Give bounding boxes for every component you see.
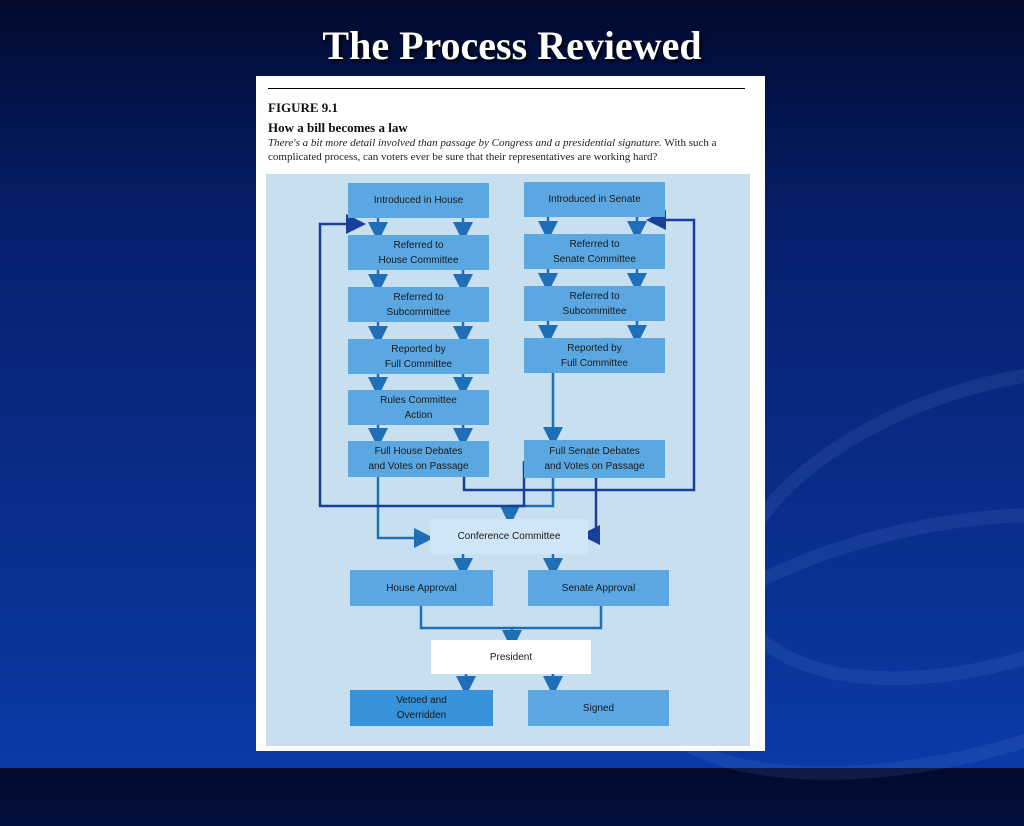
figure-number: FIGURE 9.1 [268, 100, 339, 115]
figure-caption: There's a bit more detail involved than … [268, 136, 738, 164]
loop-line [318, 214, 526, 508]
slide-title: The Process Reviewed [322, 23, 702, 68]
box-label: Signed [582, 702, 615, 714]
arrow [500, 478, 555, 526]
box-label: Full Committee [384, 358, 453, 370]
box-label: House Approval [386, 582, 457, 594]
figure-caption-rest: With such a complicated process, can vot… [268, 137, 717, 163]
box-label: Full Senate Debates [549, 446, 640, 457]
box-label: Introduced in Senate [548, 194, 641, 205]
box-label: Referred to [569, 290, 620, 302]
box-introduced-house: Introduced in House [348, 183, 489, 218]
box-label: Referred to [393, 291, 444, 303]
box-house-approval: House Approval [350, 570, 493, 606]
box-label: Reported by [391, 343, 446, 355]
box-senate-approval: Senate Approval [528, 570, 669, 606]
box-label: Vetoed and [396, 695, 447, 706]
box-label: Referred to [569, 238, 620, 250]
arrow [512, 606, 603, 630]
box-senate-subcommittee: Referred to Subcommittee [524, 286, 665, 321]
flowchart-arrows [318, 210, 696, 696]
box-label: Conference Committee [457, 531, 561, 542]
box-senate-debates: Full Senate Debates and Votes on Passage [524, 440, 665, 478]
box-label: Senate Committee [553, 253, 636, 265]
figure-rule [268, 88, 745, 89]
loop-line [580, 461, 600, 545]
box-house-subcommittee: Referred to Subcommittee [348, 287, 489, 322]
loop-line [462, 210, 696, 492]
box-label: and Votes on Passage [368, 461, 469, 472]
box-label: and Votes on Passage [544, 461, 645, 472]
figure-panel: FIGURE 9.1 How a bill becomes a law Ther… [256, 76, 765, 751]
box-label: Full Committee [560, 357, 629, 369]
box-president: President [431, 640, 591, 674]
box-conference-committee: Conference Committee [430, 519, 588, 554]
box-label: Subcommittee [386, 306, 451, 318]
box-label: Senate Approval [561, 582, 636, 594]
box-signed: Signed [528, 690, 669, 726]
box-label: Subcommittee [562, 305, 627, 317]
box-house-debates: Full House Debates and Votes on Passage [348, 441, 489, 477]
box-label: President [489, 651, 533, 663]
box-introduced-senate: Introduced in Senate [524, 182, 665, 217]
box-label: Introduced in House [373, 195, 464, 206]
figure-title: How a bill becomes a law [268, 120, 408, 135]
box-label: Action [404, 409, 433, 421]
box-senate-committee: Referred to Senate Committee [524, 234, 665, 269]
figure-caption-italic: There's a bit more detail involved than … [268, 137, 662, 149]
box-label: Reported by [567, 342, 622, 354]
arrow [419, 606, 522, 650]
box-house-full-committee: Reported by Full Committee [348, 339, 489, 374]
box-label: House Committee [378, 254, 459, 266]
box-label: Full House Debates [374, 446, 463, 457]
box-senate-full-committee: Reported by Full Committee [524, 338, 665, 373]
box-label: Overridden [396, 710, 447, 721]
arrow [376, 477, 434, 548]
box-label: Rules Committee [380, 394, 457, 406]
box-label: Referred to [393, 239, 444, 251]
box-house-committee: Referred to House Committee [348, 235, 489, 270]
